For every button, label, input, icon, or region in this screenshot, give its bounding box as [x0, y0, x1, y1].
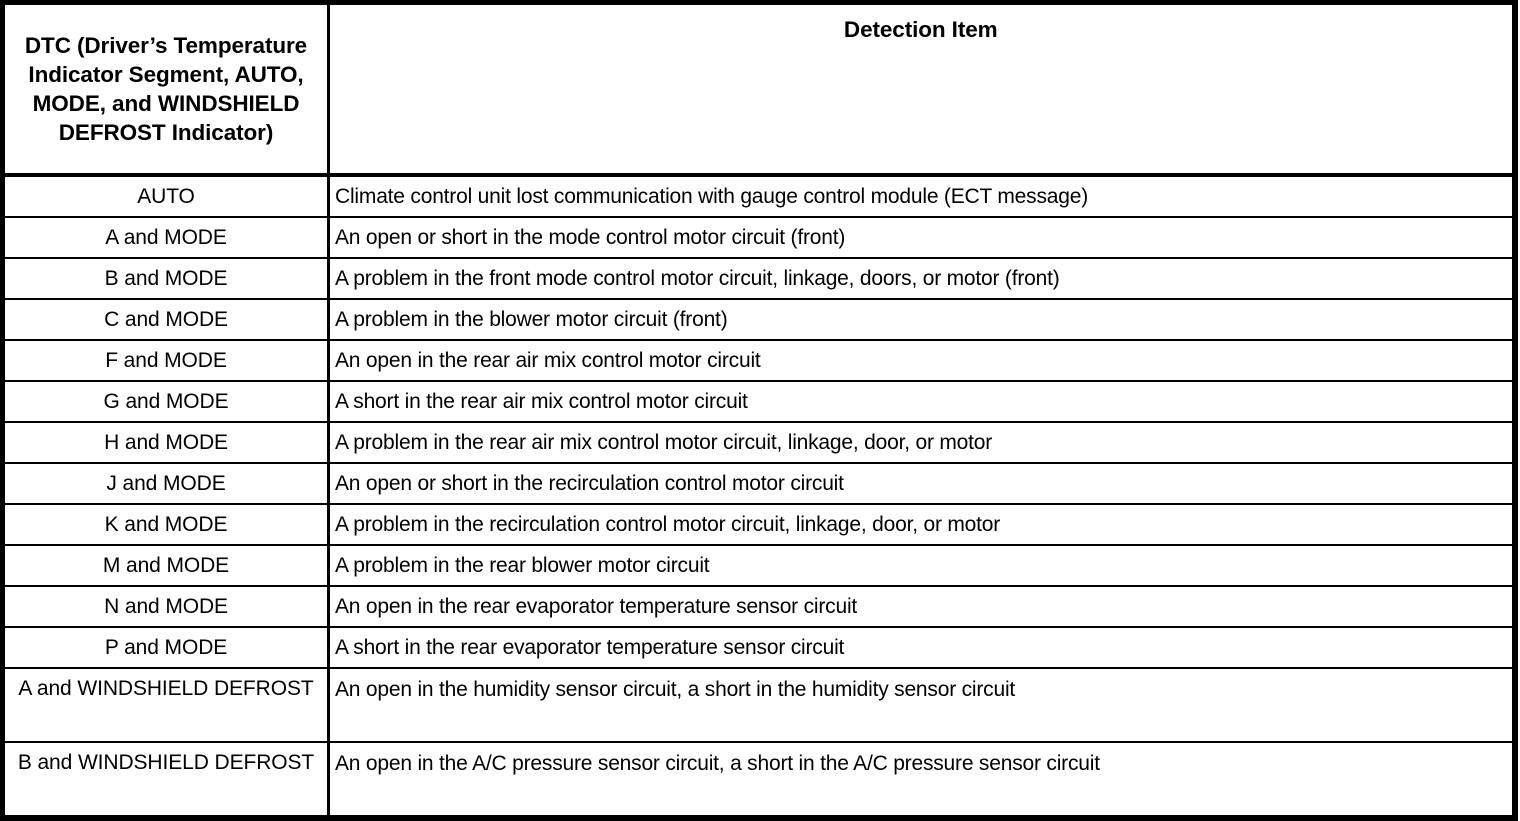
cell-dtc: P and MODE [2, 627, 330, 669]
cell-detection-item: A problem in the rear air mix control mo… [328, 422, 1515, 464]
cell-detection-item: An open in the A/C pressure sensor circu… [335, 752, 1100, 775]
cell-dtc: C and MODE [2, 299, 330, 341]
cell-dtc: N and MODE [2, 586, 330, 628]
cell-detection-item: A problem in the front mode control moto… [328, 258, 1515, 300]
cell-detection-item: Climate control unit lost communication … [328, 175, 1515, 218]
cell-detection-item: An open in the rear evaporator temperatu… [328, 586, 1515, 628]
cell-dtc: G and MODE [2, 381, 330, 423]
cell-dtc: B and MODE [2, 258, 330, 300]
cell-dtc: J and MODE [2, 463, 330, 505]
header-row: DTC (Driver’s Temperature Indicator Segm… [2, 2, 1515, 177]
cell-detection-item: A short in the rear air mix control moto… [328, 381, 1515, 423]
cell-detection-item: A problem in the recirculation control m… [328, 504, 1515, 546]
cell-detection-item: An open in the rear air mix control moto… [328, 340, 1515, 382]
cell-detection-item: A problem in the blower motor circuit (f… [328, 299, 1515, 341]
cell-detection-item: A problem in the rear blower motor circu… [328, 545, 1515, 587]
column-header-dtc: DTC (Driver’s Temperature Indicator Segm… [2, 2, 330, 177]
cell-dtc: K and MODE [2, 504, 330, 546]
cell-detection-item: An open or short in the mode control mot… [328, 217, 1515, 259]
cell-detection-item: An open or short in the recirculation co… [328, 463, 1515, 505]
cell-dtc: AUTO [2, 175, 330, 218]
cell-detection-item: A short in the rear evaporator temperatu… [328, 627, 1515, 669]
table-header: DTC (Driver’s Temperature Indicator Segm… [2, 2, 1515, 177]
cell-dtc: F and MODE [2, 340, 330, 382]
cell-detection-item: An open in the humidity sensor circuit, … [328, 668, 1515, 743]
cell-dtc: A and MODE [2, 217, 330, 259]
column-header-detection-item: Detection Item [328, 2, 1515, 177]
cell-dtc: H and MODE [2, 422, 330, 464]
cell-dtc: M and MODE [2, 545, 330, 587]
cell-dtc: A and WINDSHIELD DEFROST [2, 668, 330, 743]
cell-dtc: B and WINDSHIELD DEFROST [2, 742, 330, 818]
